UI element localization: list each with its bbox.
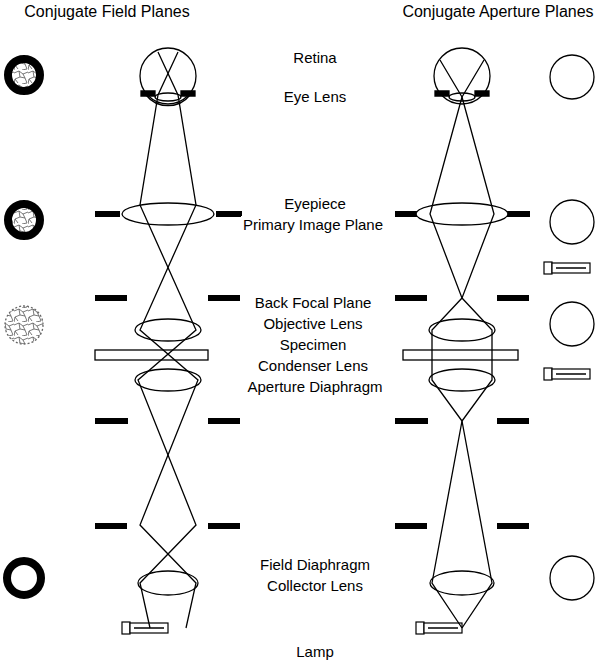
part-label: Field Diaphragm: [258, 556, 372, 574]
column-heading: Conjugate Aperture Planes: [400, 3, 595, 21]
part-label: Retina: [291, 49, 338, 67]
part-label: Collector Lens: [265, 577, 365, 595]
part-label: Aperture Diaphragm: [245, 378, 384, 396]
part-label: Condenser Lens: [256, 357, 370, 375]
part-label: Eye Lens: [282, 88, 349, 106]
part-label: Objective Lens: [261, 315, 364, 333]
part-label: Back Focal Plane: [253, 294, 374, 312]
part-label: Eyepiece: [282, 195, 348, 213]
part-label: Specimen: [278, 336, 349, 354]
part-label: Primary Image Plane: [241, 216, 385, 234]
part-label: Lamp: [294, 643, 336, 661]
column-heading: Conjugate Field Planes: [22, 3, 191, 21]
